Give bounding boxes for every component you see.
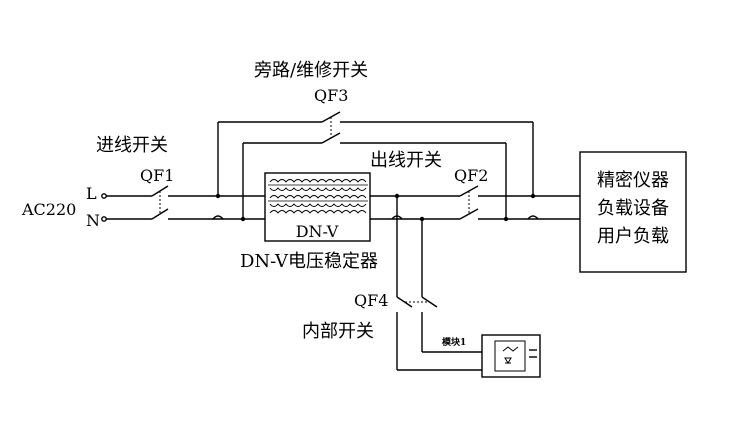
load-line-2: 负载设备 bbox=[597, 198, 669, 219]
l-terminal bbox=[101, 193, 107, 199]
qf4-label: QF4 bbox=[354, 291, 388, 310]
qf3-label: QF3 bbox=[314, 86, 348, 105]
incoming-title: 进线开关 bbox=[96, 135, 168, 156]
l-label: L bbox=[86, 184, 97, 203]
n-terminal bbox=[101, 216, 107, 222]
qf2-switch bbox=[459, 185, 479, 220]
bypass-title: 旁路/维修开关 bbox=[254, 60, 368, 81]
load-box: 精密仪器 负载设备 用户负载 bbox=[579, 151, 687, 273]
bypass-wiring bbox=[212, 111, 539, 222]
ac-label: AC220 bbox=[21, 200, 76, 219]
qf2-label: QF2 bbox=[454, 166, 488, 185]
outgoing-title: 出线开关 bbox=[370, 150, 442, 171]
internal-branch bbox=[391, 193, 482, 371]
qf1-switch bbox=[151, 185, 169, 220]
load-line-1: 精密仪器 bbox=[597, 170, 669, 191]
regulator-caption: DN-V电压稳定器 bbox=[240, 251, 378, 272]
n-label: N bbox=[86, 211, 100, 230]
module-1: 模块1 bbox=[442, 334, 541, 378]
load-line-3: 用户负载 bbox=[597, 226, 669, 247]
qf1-label: QF1 bbox=[140, 166, 174, 185]
regulator-label: DN-V bbox=[296, 222, 339, 241]
regulator-box: DN-V bbox=[264, 172, 371, 242]
main-lines bbox=[101, 193, 580, 222]
module-label: 模块1 bbox=[442, 336, 466, 348]
internal-title: 内部开关 bbox=[302, 321, 374, 342]
